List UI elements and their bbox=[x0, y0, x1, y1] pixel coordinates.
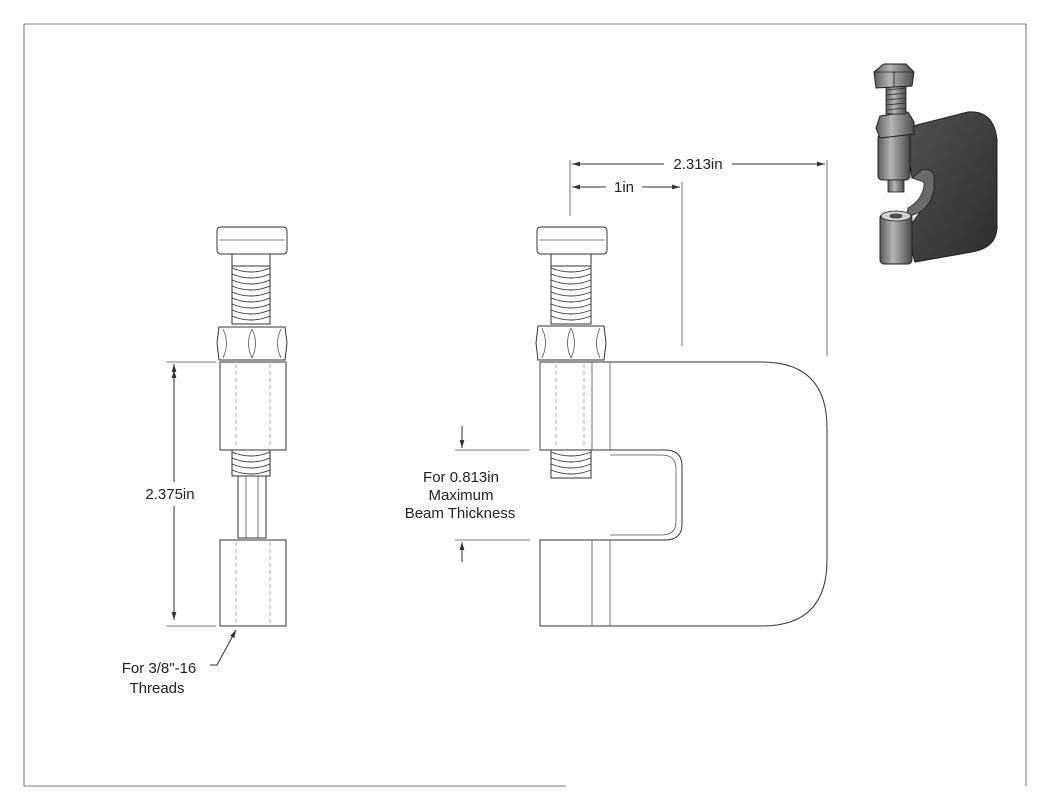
c-clamp-body bbox=[539, 361, 828, 627]
front-upper-threads bbox=[550, 265, 592, 325]
thread-note-line1: For 3/8"-16 bbox=[122, 660, 197, 677]
iso-nut bbox=[875, 111, 915, 139]
beam-thickness-dimension: For 0.813in Maximum Beam Thickness bbox=[405, 426, 530, 562]
height-label: 2.375in bbox=[145, 486, 194, 503]
beam-note-line3: Beam Thickness bbox=[405, 505, 516, 522]
inner-width-label: 1in bbox=[614, 179, 634, 196]
beam-note-line1: For 0.813in bbox=[423, 469, 499, 486]
inner-width-dimension: 1in bbox=[572, 179, 683, 346]
front-view: 2.313in 1in For 0.813in Maximum Beam Thi… bbox=[405, 156, 828, 627]
thread-note-line2: Threads bbox=[129, 680, 184, 697]
iso-upper-jaw bbox=[877, 133, 911, 181]
sheet-border bbox=[23, 23, 1027, 787]
front-lower-threads bbox=[550, 449, 592, 479]
beam-note-line2: Maximum bbox=[428, 487, 493, 504]
side-hex-nut bbox=[216, 326, 288, 361]
front-hex-nut bbox=[535, 325, 607, 361]
front-bolt-head bbox=[536, 226, 608, 255]
isometric-view bbox=[873, 63, 998, 265]
overall-width-label: 2.313in bbox=[673, 156, 722, 173]
iso-lower-jaw bbox=[879, 213, 913, 265]
height-dimension: 2.375in bbox=[145, 361, 216, 627]
thread-note: For 3/8"-16 Threads bbox=[122, 629, 237, 697]
overall-width-dimension: 2.313in bbox=[569, 156, 828, 356]
side-upper-jaw bbox=[219, 361, 287, 451]
side-upper-threads bbox=[231, 265, 271, 325]
side-lower-jaw bbox=[219, 539, 287, 627]
side-view: 2.375in For 3/8"-16 Threads bbox=[122, 226, 288, 697]
iso-clamp-body bbox=[904, 111, 998, 263]
side-lower-threads bbox=[231, 449, 271, 477]
side-bolt-head bbox=[216, 226, 288, 255]
